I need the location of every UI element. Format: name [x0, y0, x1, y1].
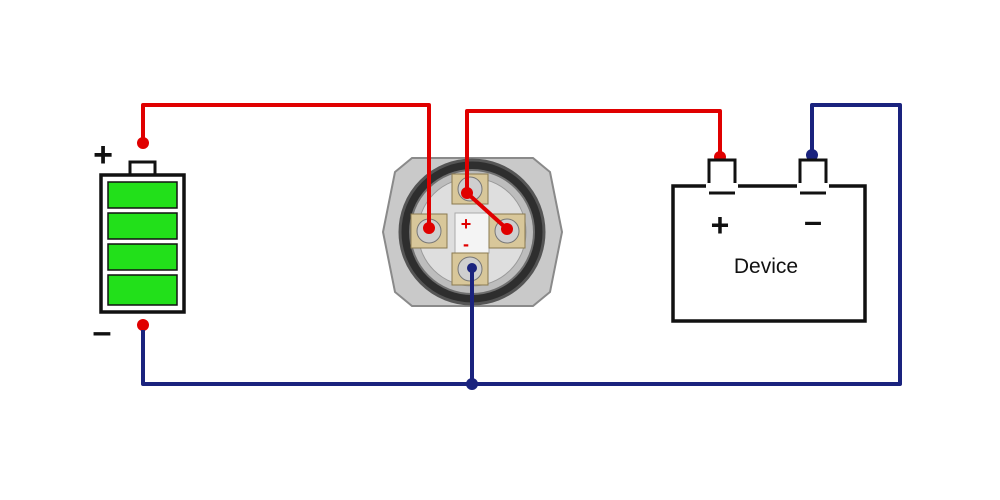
switch-led-block [454, 212, 490, 254]
battery-cell [107, 181, 178, 209]
switch-minus-label: - [463, 234, 469, 254]
wire-switch-to-device-plus [465, 109, 722, 192]
battery: + – [93, 136, 186, 351]
device-minus-label: – [804, 203, 822, 239]
device-name-label: Device [734, 255, 798, 278]
dot-switch-top [461, 187, 473, 199]
battery-cell [107, 274, 178, 306]
wire-switch-jumper [465, 191, 509, 231]
battery-cell [107, 212, 178, 240]
dot-switch-right [501, 223, 513, 235]
device-plus-label: + [711, 207, 730, 243]
dot-switch-bottom [467, 263, 477, 273]
dot-battery-plus [137, 137, 149, 149]
positive-wires [137, 103, 726, 331]
battery-minus-label: – [93, 313, 112, 351]
negative-wires [141, 103, 902, 390]
battery-cell [107, 243, 178, 271]
wire-battery-plus-to-switch [141, 103, 431, 228]
wire-battery-minus-to-ground [141, 103, 902, 386]
device: + – Device [671, 158, 867, 323]
switch-terminal-left [410, 213, 448, 249]
device-terminal-gap [797, 183, 829, 189]
device-body [671, 184, 867, 323]
dot-ground-junction [466, 378, 478, 390]
dot-battery-minus [137, 319, 149, 331]
device-terminal-gap [706, 183, 738, 189]
dot-switch-left [423, 222, 435, 234]
switch-plus-label: + [461, 214, 472, 234]
push-button-switch: + - [381, 157, 564, 307]
dot-device-minus [806, 149, 818, 161]
battery-plus-label: + [93, 136, 113, 174]
